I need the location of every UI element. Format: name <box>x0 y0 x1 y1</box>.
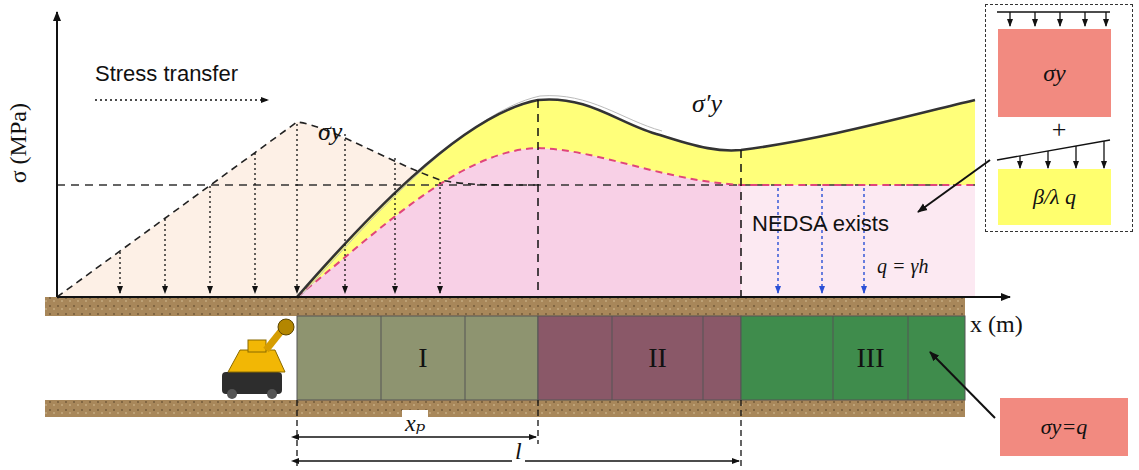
node-text: σy <box>1043 60 1066 87</box>
node-text: σy=q <box>1041 414 1087 440</box>
stress-curve <box>297 148 975 297</box>
divider-line <box>537 100 539 297</box>
load-arrows <box>120 124 440 293</box>
far-stress-fill <box>741 185 975 297</box>
far-load-arrows <box>778 188 864 293</box>
load-label: q = γh <box>874 255 931 277</box>
nedsa-fill <box>297 99 975 297</box>
divider-line <box>740 150 742 297</box>
x-axis <box>57 296 1010 298</box>
dimension-label: l <box>512 438 525 464</box>
dimension-label: xₚ <box>402 410 428 436</box>
extra-stress-box: β/λ q <box>998 169 1111 225</box>
total-stress-curve <box>297 99 975 297</box>
dimension-lines <box>297 400 741 468</box>
zone-one: I <box>381 316 465 400</box>
axis-title: x (m) <box>970 311 1023 337</box>
zone-segments <box>297 316 965 400</box>
transfer-label: Stress transfer <box>95 62 238 86</box>
panel-loads <box>997 12 1110 168</box>
node-text: β/λ q <box>1033 184 1076 210</box>
roof-strata <box>45 297 965 316</box>
node-text: II <box>648 342 667 374</box>
stress-box: σy <box>998 29 1111 117</box>
node-text: + <box>986 117 1132 143</box>
node-text: III <box>857 342 885 374</box>
axis-title: σ (MPa) <box>5 103 31 183</box>
faint-curve <box>300 96 662 297</box>
equilibrium-box: σy=q <box>1000 398 1128 456</box>
node-text: I <box>418 342 427 374</box>
y-axis <box>56 12 58 297</box>
zone-three: III <box>833 316 908 400</box>
superposition-box: + σy β/λ q <box>985 4 1133 232</box>
leader-arrow <box>918 160 990 212</box>
curve-label: σy <box>318 118 342 147</box>
initial-stress-curve <box>57 122 540 297</box>
curve-label: σ′y <box>692 90 722 119</box>
transfer-arrow <box>95 99 268 101</box>
roadheader-machine <box>222 319 294 399</box>
leader-arrow <box>930 352 995 418</box>
zone-two: II <box>612 316 703 400</box>
floor-strata <box>45 400 965 417</box>
region-label: NEDSA exists <box>752 212 889 236</box>
